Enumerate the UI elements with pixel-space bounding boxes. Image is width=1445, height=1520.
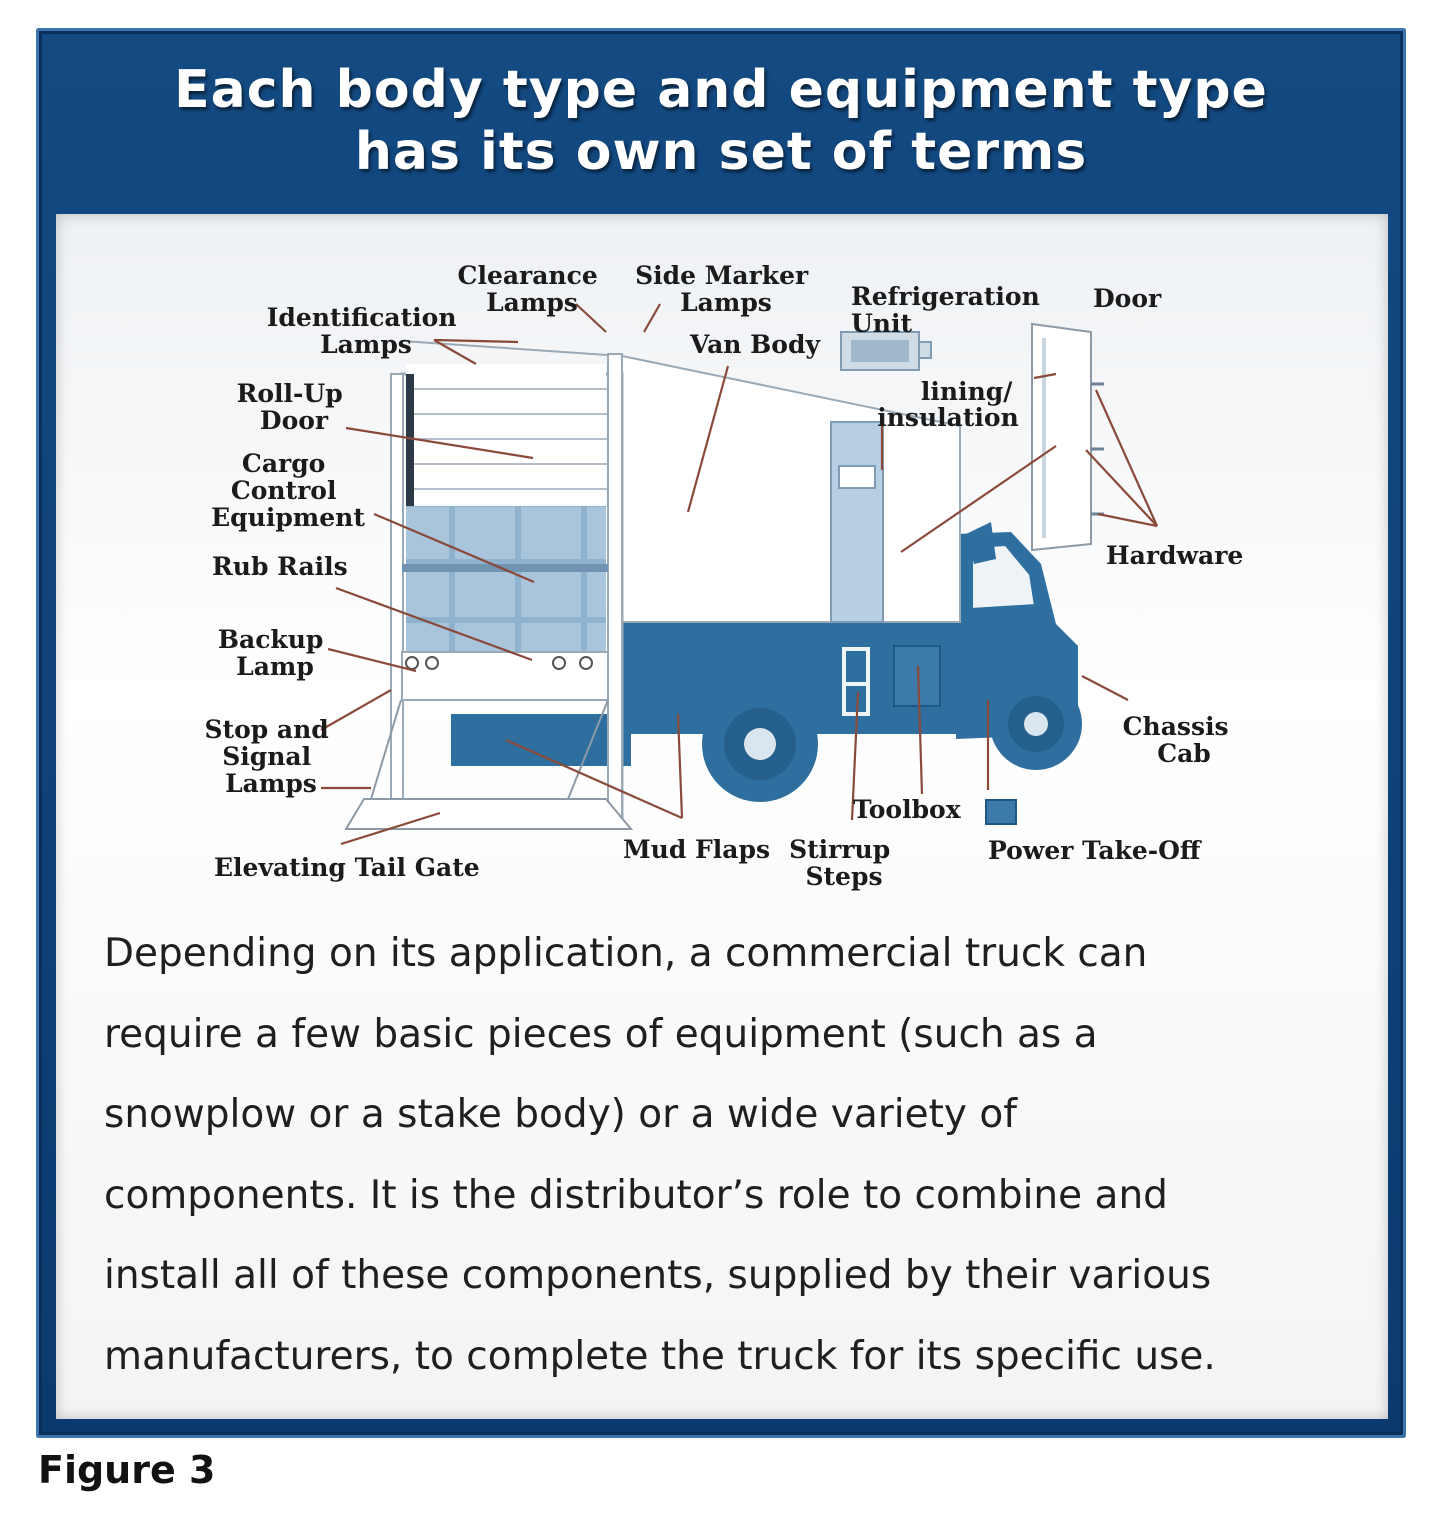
clearance-lamps-label: Clearance Lamps — [458, 261, 607, 317]
door-shape — [1031, 322, 1092, 552]
stirrup-steps-label: Stirrup Steps — [789, 835, 899, 891]
hardware-label: Hardware — [1106, 541, 1243, 570]
refrigeration-unit-label: Refrigeration Unit — [851, 282, 1048, 338]
van-body-shape — [621, 354, 961, 623]
toolbox-label: Toolbox — [853, 795, 962, 824]
chassis-cab-label: Chassis Cab — [1123, 712, 1238, 768]
mirror — [966, 522, 996, 564]
diagram-labels: Clearance Lamps Side Marker Lamps Identi… — [204, 261, 1243, 891]
caption-line: manufacturers, to complete the truck for… — [104, 1333, 1216, 1379]
pto-shape — [985, 799, 1017, 825]
cargo-control-equipment-label: Cargo Control Equipment — [211, 449, 365, 532]
figure-frame: Each body type and equipment type has it… — [36, 28, 1406, 1438]
caption-line: components. It is the distributor’s role… — [104, 1172, 1168, 1218]
leader-lines — [320, 303, 1159, 846]
side-marker-lamps-label: Side Marker Lamps — [635, 261, 817, 317]
content-panel: Clearance Lamps Side Marker Lamps Identi… — [56, 214, 1388, 1419]
front-wheel — [990, 678, 1082, 770]
identification-lamps-label: Identification Lamps — [267, 303, 466, 359]
van-body-label: Van Body — [689, 330, 821, 359]
rear-wheel — [702, 686, 818, 802]
backup-lamp-label: Backup Lamp — [218, 625, 332, 681]
truck-diagram: Clearance Lamps Side Marker Lamps Identi… — [204, 261, 1243, 891]
roll-up-door-shape — [406, 364, 608, 504]
caption-paragraph: Depending on its application, a commerci… — [104, 914, 1394, 1397]
caption-line: Depending on its application, a commerci… — [104, 931, 1148, 976]
roll-up-door-label: Roll-Up Door — [237, 379, 352, 435]
rub-rails-label: Rub Rails — [212, 552, 348, 581]
figure-label: Figure 3 — [38, 1448, 216, 1492]
backup-lamp-right — [425, 656, 439, 670]
toolbox-shape — [893, 645, 941, 707]
title-line-1: Each body type and equipment type — [174, 60, 1268, 120]
door-label: Door — [1093, 284, 1162, 313]
elevating-tail-gate-label: Elevating Tail Gate — [214, 853, 480, 882]
side-door-shape — [830, 421, 884, 623]
caption-line: require a few basic pieces of equipment … — [104, 1011, 1098, 1057]
rub-rail-shape — [402, 564, 608, 572]
lining-insulation-label: lining/ insulation — [877, 377, 1021, 432]
stop-signal-lamps-label: Stop and Signal Lamps — [204, 715, 337, 798]
power-take-off-label: Power Take-Off — [988, 836, 1202, 865]
cargo-grid — [406, 506, 606, 652]
figure-header: Each body type and equipment type has it… — [36, 28, 1406, 214]
tail-gate-shape — [344, 798, 634, 830]
mud-flaps-label: Mud Flaps — [623, 835, 770, 864]
caption-line: install all of these components, supplie… — [104, 1253, 1212, 1298]
title-line-2: has its own set of terms — [354, 122, 1088, 182]
rear-bumper — [451, 714, 631, 766]
caption-line: snowplow or a stake body) or a wide vari… — [104, 1092, 1017, 1137]
